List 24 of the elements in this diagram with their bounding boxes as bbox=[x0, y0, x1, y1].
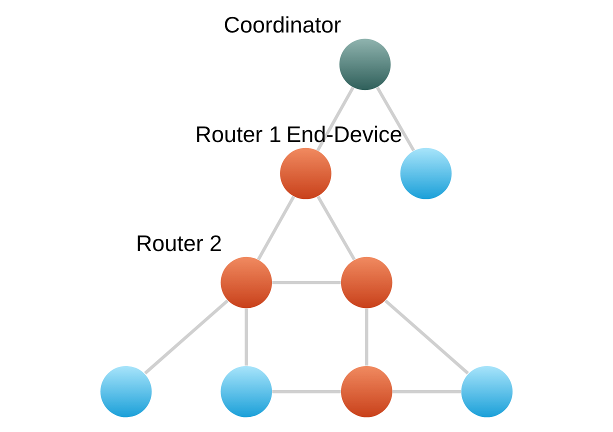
node-label: Router 2 bbox=[136, 230, 222, 256]
connector bbox=[144, 300, 229, 374]
node-circle bbox=[340, 256, 392, 308]
connector bbox=[244, 308, 248, 366]
node-circle bbox=[100, 366, 152, 418]
connector bbox=[376, 86, 416, 152]
connector bbox=[316, 196, 356, 260]
node-circle bbox=[340, 366, 392, 418]
node-circle bbox=[400, 148, 452, 200]
node-label: Router 1 bbox=[195, 122, 282, 147]
connector bbox=[365, 308, 368, 366]
connector bbox=[272, 280, 341, 284]
node-label: End-Device bbox=[286, 122, 402, 147]
node-circle bbox=[220, 366, 272, 418]
node-label: Coordinator bbox=[224, 12, 342, 38]
node-circle bbox=[339, 38, 391, 90]
node-circle bbox=[220, 256, 272, 308]
connector bbox=[392, 390, 462, 394]
connector bbox=[384, 300, 469, 374]
connector bbox=[316, 86, 354, 152]
connector bbox=[272, 390, 341, 394]
node-circle bbox=[461, 366, 513, 418]
connector bbox=[256, 196, 296, 260]
node-circle bbox=[280, 148, 332, 200]
